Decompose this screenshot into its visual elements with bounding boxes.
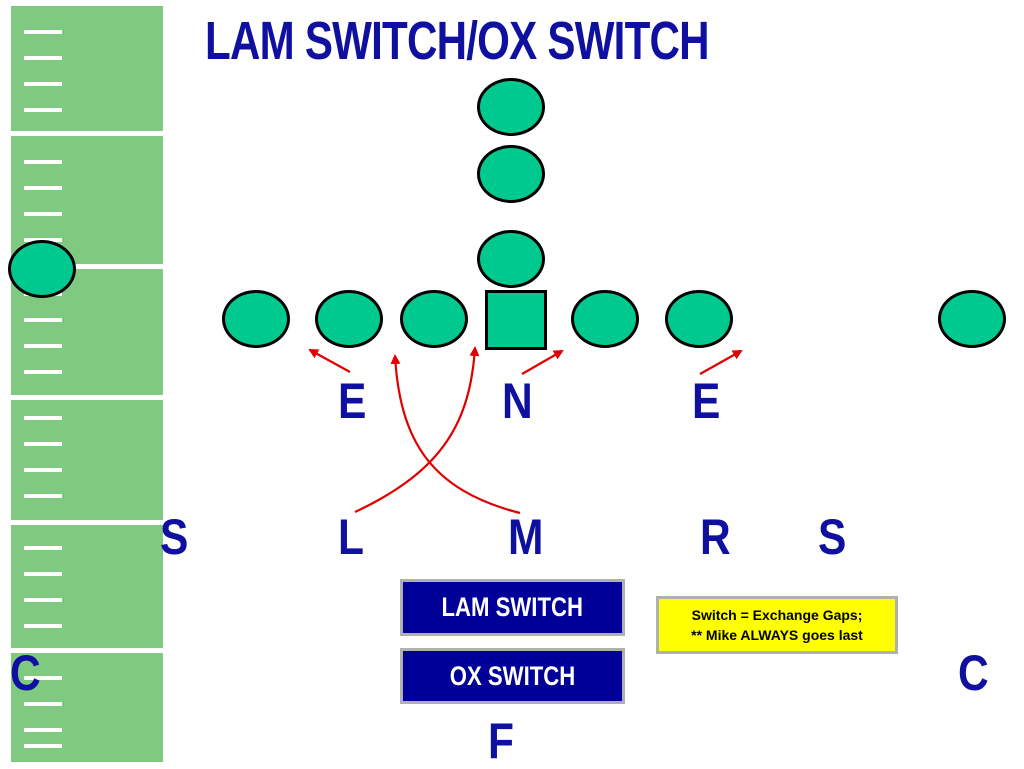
label-end-right: E [692, 373, 721, 429]
player-quarterback [477, 230, 545, 288]
label-lb-r: R [700, 509, 731, 565]
player-guard-left [400, 290, 468, 348]
lam-switch-label: LAM SWITCH [441, 592, 584, 622]
label-lb-m: M [508, 509, 544, 565]
player-center [485, 290, 547, 350]
end-left-route-arrow [308, 349, 351, 373]
player-wide-receiver-right [938, 290, 1006, 348]
player-guard-right [571, 290, 639, 348]
page-title: LAM SWITCH/OX SWITCH [205, 11, 710, 71]
label-sam-left: S [160, 509, 189, 565]
lam-switch-button[interactable]: LAM SWITCH [400, 579, 625, 636]
label-sam-right: S [818, 509, 847, 565]
note-line-2: ** Mike ALWAYS goes last [691, 627, 863, 643]
end-right-route-arrow [699, 350, 743, 375]
switch-note-box: Switch = Exchange Gaps; ** Mike ALWAYS g… [656, 596, 898, 654]
nose-route-arrow [521, 350, 564, 375]
player-back-deep [477, 78, 545, 136]
lb-l-route-arrow [354, 346, 480, 513]
player-tackle-left [315, 290, 383, 348]
label-corner-right: C [958, 645, 989, 701]
player-wide-receiver-left [8, 240, 76, 298]
label-lb-l: L [338, 509, 364, 565]
label-end-left: E [338, 373, 367, 429]
label-free-safety: F [488, 713, 514, 769]
note-line-1: Switch = Exchange Gaps; [691, 607, 863, 623]
field-strip [11, 6, 163, 762]
player-back-mid [477, 145, 545, 203]
label-corner-left: C [10, 645, 41, 701]
player-tackle-right [665, 290, 733, 348]
ox-switch-label: OX SWITCH [449, 660, 576, 691]
player-tight-end-left [222, 290, 290, 348]
ox-switch-button[interactable]: OX SWITCH [400, 648, 625, 704]
label-nose: N [502, 373, 533, 429]
